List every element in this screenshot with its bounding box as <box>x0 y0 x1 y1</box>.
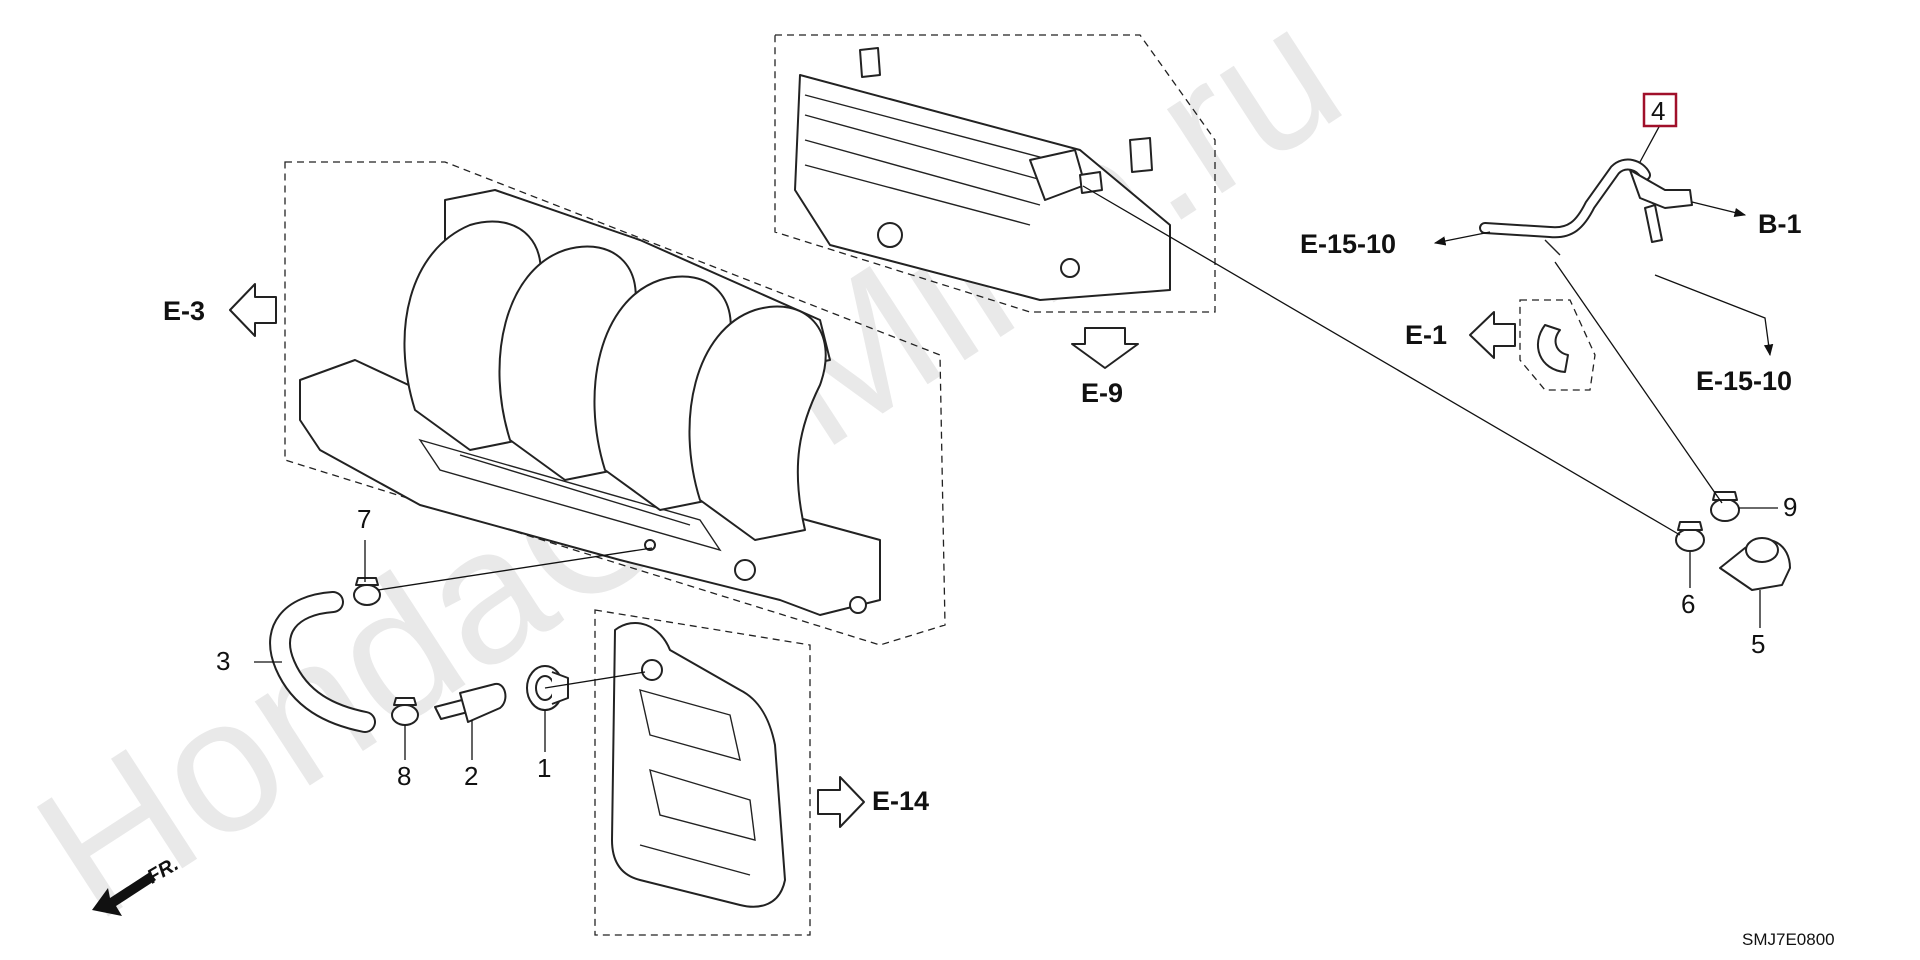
clip-detail-group <box>1519 299 1596 391</box>
baffle-plate-group <box>594 609 811 936</box>
ref-e1510-right[interactable]: E-15-10 <box>1696 366 1792 396</box>
elbow-hose-part <box>1719 537 1791 591</box>
part-label-3: 3 <box>216 646 230 676</box>
pcv-valve-part <box>434 682 507 723</box>
ref-b1[interactable]: B-1 <box>1758 209 1802 239</box>
e9-arrow <box>1071 327 1139 369</box>
breather-pipe-part <box>1479 158 1693 256</box>
part-label-9: 9 <box>1783 492 1797 522</box>
hose-clamp-7 <box>353 577 381 606</box>
front-arrow <box>92 872 156 916</box>
part-label-6: 6 <box>1681 589 1695 619</box>
ref-e9[interactable]: E-9 <box>1081 378 1123 408</box>
part-label-2: 2 <box>464 761 478 791</box>
part-label-4: 4 <box>1651 96 1665 126</box>
ref-e3[interactable]: E-3 <box>163 296 205 326</box>
leader-lines <box>254 124 1778 760</box>
part-label-7: 7 <box>357 504 371 534</box>
ref-e1[interactable]: E-1 <box>1405 320 1447 350</box>
part-4-highlight <box>1642 92 1678 128</box>
intake-manifold-group <box>284 161 946 646</box>
e14-arrow <box>817 776 865 828</box>
e3-arrow <box>229 283 277 337</box>
intake-manifold <box>299 189 881 616</box>
b1-arrow <box>1691 201 1747 218</box>
hose-clamp-8 <box>391 697 419 726</box>
part-label-8: 8 <box>397 761 411 791</box>
part-label-1: 1 <box>537 753 551 783</box>
diagram-code: SMJ7E0800 <box>1742 930 1835 949</box>
hose-clamp-9 <box>1710 491 1740 522</box>
baffle-plate <box>611 621 786 908</box>
hose-clamp-6 <box>1675 521 1705 552</box>
pcv-hose-part <box>269 591 376 733</box>
part-label-5: 5 <box>1751 629 1765 659</box>
ref-e14[interactable]: E-14 <box>872 786 929 816</box>
ref-e1510-left[interactable]: E-15-10 <box>1300 229 1396 259</box>
cylinder-head-cover <box>794 47 1171 301</box>
e1510-right-arrow <box>1654 274 1774 357</box>
head-cover-group <box>774 34 1216 313</box>
e1-arrow <box>1469 311 1516 359</box>
e1510-left-arrow <box>1433 231 1491 246</box>
